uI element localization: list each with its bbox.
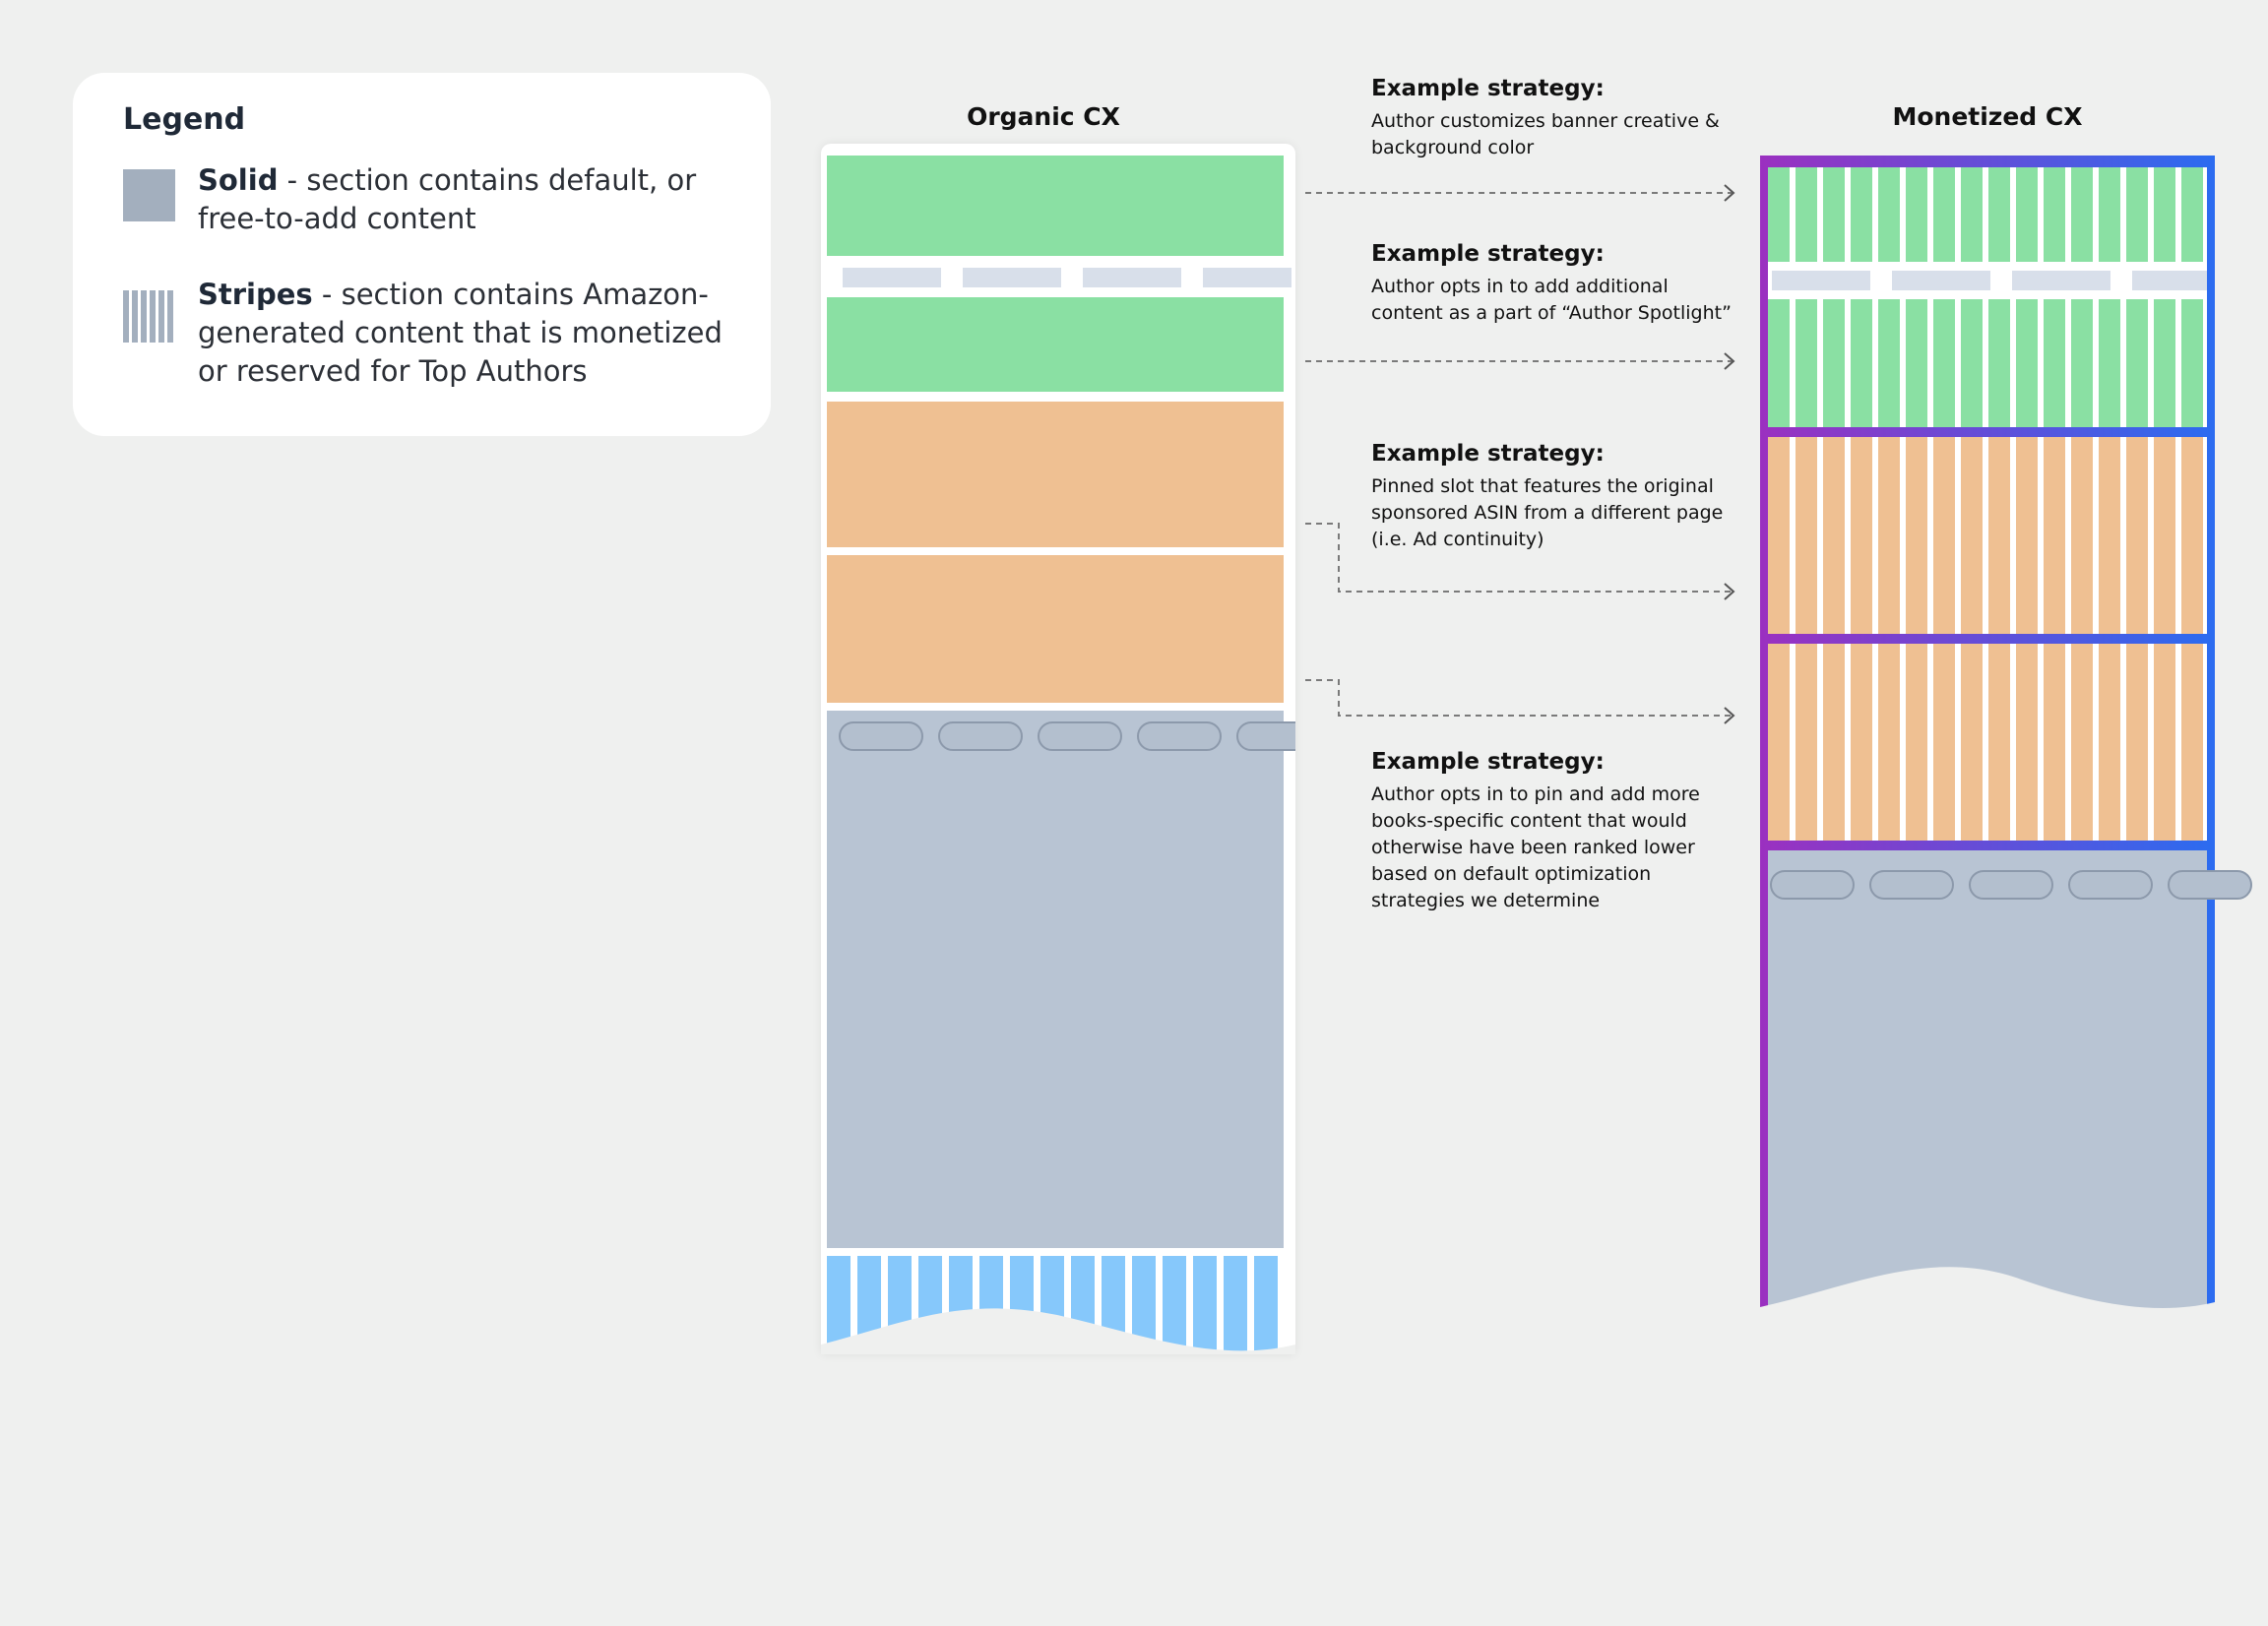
organic-filter-pill — [1236, 721, 1295, 751]
monetized-nav-row — [1768, 262, 2207, 299]
legend-stripes-desc: - section contains Amazon-generated cont… — [198, 278, 723, 388]
monetized-pinned-section — [1768, 437, 2207, 634]
organic-nav-pill — [1083, 268, 1181, 287]
organic-filter-pill — [1038, 721, 1122, 751]
monetized-filter-pill — [1770, 870, 1855, 900]
monetized-nav-pill — [2132, 271, 2207, 290]
monetized-filter-pill — [1969, 870, 2053, 900]
monetized-title: Monetized CX — [1892, 102, 2083, 131]
organic-page — [821, 144, 1295, 1354]
organic-nav-pill — [843, 268, 941, 287]
strategy-banner: Example strategy: Author customizes bann… — [1371, 73, 1745, 161]
monetized-spotlight-section — [1768, 299, 2207, 427]
strategy-heading: Example strategy: — [1371, 749, 1605, 775]
arrow-head — [1724, 583, 1735, 600]
stripes-swatch — [123, 290, 175, 343]
monetized-filter-pill — [2068, 870, 2153, 900]
organic-spotlight-section — [827, 297, 1284, 392]
organic-nav-pill — [1203, 268, 1292, 287]
strategy-text: Author customizes banner creative & back… — [1371, 110, 1720, 158]
organic-title: Organic CX — [967, 102, 1120, 131]
monetized-nav-pill — [2012, 271, 2110, 290]
strategy-pinned: Example strategy: Pinned slot that featu… — [1371, 438, 1745, 553]
arrow-head — [1724, 352, 1735, 370]
strategy-books: Example strategy: Author opts in to pin … — [1371, 746, 1745, 914]
organic-torn-edge — [821, 1308, 1295, 1354]
monetized-filter-pill — [2168, 870, 2252, 900]
organic-filter-pill — [1137, 721, 1222, 751]
monetized-torn-edge — [1760, 1267, 2215, 1327]
organic-filter-pill — [839, 721, 923, 751]
strategy-heading: Example strategy: — [1371, 441, 1605, 467]
monetized-books-section — [1768, 644, 2207, 841]
arrow-books — [1305, 679, 1732, 717]
organic-nav-pill — [963, 268, 1061, 287]
monetized-nav-pill — [1892, 271, 1990, 290]
monetized-filter-pill — [1869, 870, 1954, 900]
strategy-heading: Example strategy: — [1371, 241, 1605, 267]
organic-content-section — [827, 711, 1295, 1248]
monetized-content-section — [1768, 850, 2252, 1327]
arrow-head — [1724, 184, 1735, 202]
arrow-pinned — [1305, 523, 1732, 593]
organic-slot-section — [827, 555, 1284, 703]
organic-slot-section — [827, 402, 1284, 547]
monetized-banner-section — [1768, 167, 2207, 262]
strategy-heading: Example strategy: — [1371, 76, 1605, 101]
legend-card: Legend Solid - section contains default,… — [73, 73, 771, 436]
arrow-head — [1724, 707, 1735, 724]
monetized-page — [1760, 156, 2252, 1327]
strategy-text: Author opts in to add additional content… — [1371, 276, 1732, 324]
legend-title: Legend — [123, 102, 246, 137]
connector-arrows — [1305, 184, 1735, 724]
strategy-text: Author opts in to pin and add more books… — [1371, 783, 1700, 911]
strategy-text: Pinned slot that features the original s… — [1371, 475, 1724, 550]
legend-solid-term: Solid — [198, 163, 279, 197]
organic-filter-pill — [938, 721, 1023, 751]
legend-item-solid: Solid - section contains default, or fre… — [198, 161, 749, 238]
monetized-nav-pill — [1772, 271, 1870, 290]
solid-swatch — [123, 169, 175, 221]
strategy-spotlight: Example strategy: Author opts in to add … — [1371, 238, 1745, 327]
legend-stripes-term: Stripes — [198, 278, 313, 311]
legend-solid-desc: - section contains default, or free-to-a… — [198, 163, 697, 235]
legend-item-stripes: Stripes - section contains Amazon-genera… — [198, 276, 749, 391]
organic-banner-section — [827, 156, 1284, 256]
